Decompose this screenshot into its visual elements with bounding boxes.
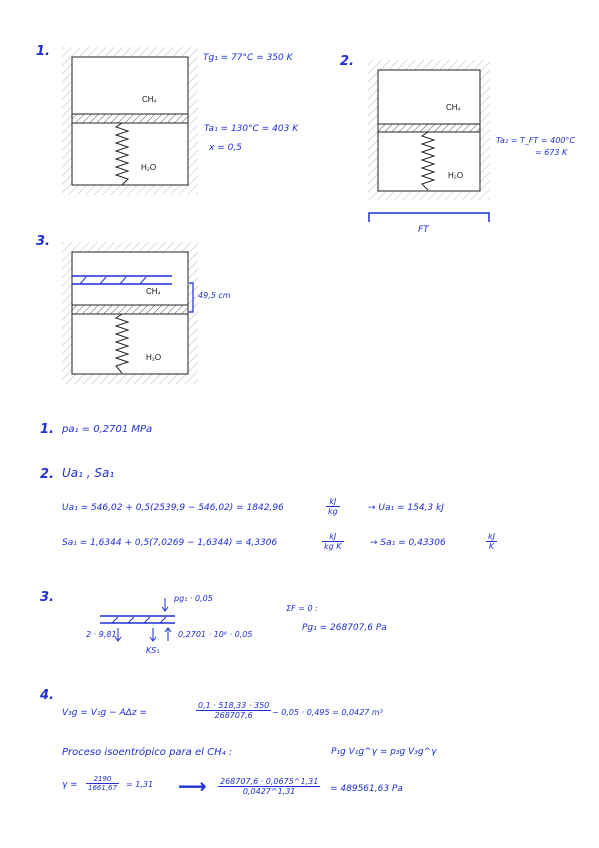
gamma-lhs: γ = [62,780,78,790]
quality-note: x = 0,5 [209,143,242,153]
tg1-note: Tg₁ = 77°C = 350 K [203,53,293,63]
force-balance: ΣF = 0 : [286,604,318,613]
problem-3-number: 3. [36,234,50,249]
h2o-label-3: H₂O [146,353,162,362]
volume-equation-rhs: − 0,05 · 0,495 = 0,0427 m³ [272,708,383,717]
ta1-note: Ta₁ = 130°C = 403 K [204,124,299,134]
problem-2-number: 2. [340,54,354,69]
height-note: 49,5 cm [198,291,231,300]
answer-1-text: pa₁ = 0,2701 MPa [62,424,153,435]
internal-energy-unit: kJ kg [326,497,340,516]
answer-1-number: 1. [40,422,54,437]
answer-2-heading: Ua₁ , Sa₁ [62,466,115,480]
ch4-label-1: CH₄ [142,95,157,104]
ft-bracket [368,212,490,222]
ta2-note: Ta₂ = T_FT = 400°C [496,136,575,145]
isentropic-relation: P₁g V₁g^γ = p₃g V₃g^γ [331,747,437,757]
spring-1 [114,122,130,186]
final-pressure-result: = 489561,63 Pa [330,784,403,794]
piston-3 [71,304,189,315]
answer-3-number: 3. [40,590,54,605]
fbd-gas-force: pg₁ · 0,05 [174,594,213,603]
volume-fraction: 0,1 · 518,33 · 350 268707,6 [196,701,272,720]
answer-4-number: 4. [40,688,54,703]
internal-energy-equation: Ua₁ = 546,02 + 0,5(2539,9 − 546,02) = 18… [62,503,284,513]
process-statement: Proceso isoentrópico para el CH₄ : [62,747,233,758]
pg1-result: Pg₁ = 268707,6 Pa [302,623,387,633]
answer-2-number: 2. [40,467,54,482]
fbd-water-force: 0,2701 · 10⁶ · 0,05 [178,630,253,639]
free-body-sketch [100,598,175,642]
internal-energy-result: → Ua₁ = 154,3 kJ [368,503,444,513]
piston-2 [377,123,481,133]
implies-arrow: ⟶ [178,774,207,798]
volume-equation-lhs: V₃g = V₁g − AΔz = [62,708,147,718]
entropy-unit: kJ kg K [322,532,344,551]
ch4-label-3: CH₄ [146,287,161,296]
fbd-spring-force: KS₁ [146,646,160,655]
h2o-label-1: H₂O [141,163,157,172]
entropy-result-unit: kJ K [486,532,497,551]
cylinder-diagram-3 [62,242,198,384]
gamma-fraction: 2190 1661,67 [86,775,119,792]
fbd-weight: 2 · 9,81 [86,630,117,639]
ta2-kelvin-note: = 673 K [535,148,568,157]
spring-3 [114,313,130,374]
ch4-label-2: CH₄ [446,103,461,112]
entropy-result: → Sa₁ = 0,43306 [370,538,446,548]
gamma-result: = 1,31 [126,780,154,789]
ft-label: FT [418,225,429,235]
final-pressure-fraction: 268707,6 · 0,0675^1,31 0,0427^1,31 [218,777,321,796]
entropy-equation: Sa₁ = 1,6344 + 0,5(7,0269 − 1,6344) = 4,… [62,538,278,548]
problem-1-number: 1. [36,44,50,59]
spring-2 [420,131,436,191]
cylinder-diagram-1 [62,47,198,195]
cylinder-diagram-2 [368,60,490,222]
h2o-label-2: H₂O [448,171,464,180]
height-bracket [189,282,194,313]
piston-1 [71,113,189,124]
